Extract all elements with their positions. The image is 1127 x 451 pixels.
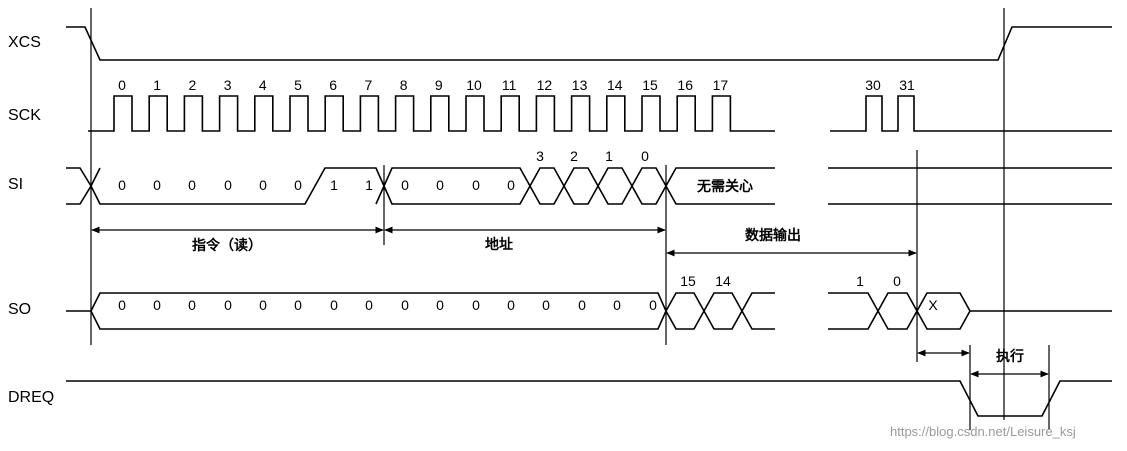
so-x-bit: X (928, 297, 938, 313)
data-output-label: 数据输出 (745, 227, 801, 244)
so-label: SO (8, 301, 31, 318)
si-address-bit: 3 (536, 148, 544, 164)
sck-cycle-number: 5 (294, 77, 302, 93)
xcs-waveform (66, 26, 1112, 61)
sck-cycle-number: 9 (435, 77, 443, 93)
so-bit: 0 (507, 297, 515, 313)
so-bit: 0 (578, 297, 586, 313)
so-bit: 0 (436, 297, 444, 313)
si-bit: 1 (365, 177, 373, 193)
sck-cycle-number: 13 (572, 77, 588, 93)
si-dont-care-text: 无需关心 (696, 178, 753, 195)
si-idle-start (66, 167, 92, 205)
sck-cycle-number: 14 (607, 77, 623, 93)
so-bit: 0 (542, 297, 550, 313)
sck-cycle-number: 7 (365, 77, 373, 93)
sck-cycle-number: 10 (466, 77, 482, 93)
sck-cycle-number: 6 (329, 77, 337, 93)
si-bit: 0 (153, 177, 161, 193)
si-bit: 0 (188, 177, 196, 193)
execute-label: 执行 (996, 348, 1024, 365)
so-bit: 0 (613, 297, 621, 313)
sck-cycle-number: 12 (537, 77, 553, 93)
si-instruction-wave (90, 167, 385, 205)
sck-cycle-number: 4 (259, 77, 267, 93)
si-instruction-top-start (90, 167, 101, 187)
so-bit: 0 (294, 297, 302, 313)
so-bit: 0 (118, 297, 126, 313)
so-bit: 0 (259, 297, 267, 313)
si-address-bit: 0 (641, 148, 649, 164)
si-bit: 0 (294, 177, 302, 193)
sck-cycle-number: 30 (865, 77, 881, 93)
sck-cycle-number: 17 (713, 77, 729, 93)
sck-waveform-end (830, 95, 1112, 132)
so-data-crossings (665, 292, 971, 330)
si-address-bit: 1 (605, 148, 613, 164)
sck-cycle-number: 16 (677, 77, 693, 93)
si-bit: 0 (224, 177, 232, 193)
so-bit: 0 (472, 297, 480, 313)
si-bit: 0 (507, 177, 515, 193)
so-data-bit: 0 (893, 273, 901, 289)
sck-cycle-number: 31 (899, 77, 915, 93)
dreq-label: DREQ (8, 389, 54, 406)
sck-waveform (88, 95, 775, 132)
sck-cycle-number: 0 (118, 77, 126, 93)
dreq-waveform (66, 380, 1112, 417)
address-label: 地址 (485, 236, 513, 253)
so-bit: 0 (365, 297, 373, 313)
si-bit: 0 (259, 177, 267, 193)
si-bit: 0 (118, 177, 126, 193)
xcs-label: XCS (8, 34, 41, 51)
so-bit: 0 (188, 297, 196, 313)
si-dont-care-wave-end (828, 167, 1112, 205)
so-bit: 0 (401, 297, 409, 313)
so-bit: 0 (330, 297, 338, 313)
so-data-bit: 15 (680, 273, 696, 289)
si-bit: 0 (436, 177, 444, 193)
sck-cycle-number: 3 (224, 77, 232, 93)
so-bit: 0 (649, 297, 657, 313)
sck-cycle-number: 15 (642, 77, 658, 93)
si-bit: 0 (401, 177, 409, 193)
so-data-bit: 14 (715, 273, 731, 289)
sck-label: SCK (8, 107, 41, 124)
si-address-crossings (529, 167, 667, 205)
so-data-bit: 1 (856, 273, 864, 289)
si-label: SI (8, 176, 23, 193)
so-zero-wave (66, 292, 667, 330)
si-bit: 0 (472, 177, 480, 193)
si-dont-care-wave (665, 167, 775, 205)
si-bit: 1 (330, 177, 338, 193)
instruction-label: 指令（读） (192, 237, 262, 254)
si-address-bit: 2 (570, 148, 578, 164)
sck-cycle-number: 11 (502, 77, 517, 93)
sck-cycle-number: 1 (153, 77, 161, 93)
sck-cycle-number: 2 (189, 77, 197, 93)
watermark-text: https://blog.csdn.net/Leisure_ksj (890, 424, 1076, 439)
so-bit: 0 (224, 297, 232, 313)
sck-cycle-number: 8 (400, 77, 408, 93)
so-bit: 0 (153, 297, 161, 313)
so-end-wave-start (828, 292, 879, 330)
